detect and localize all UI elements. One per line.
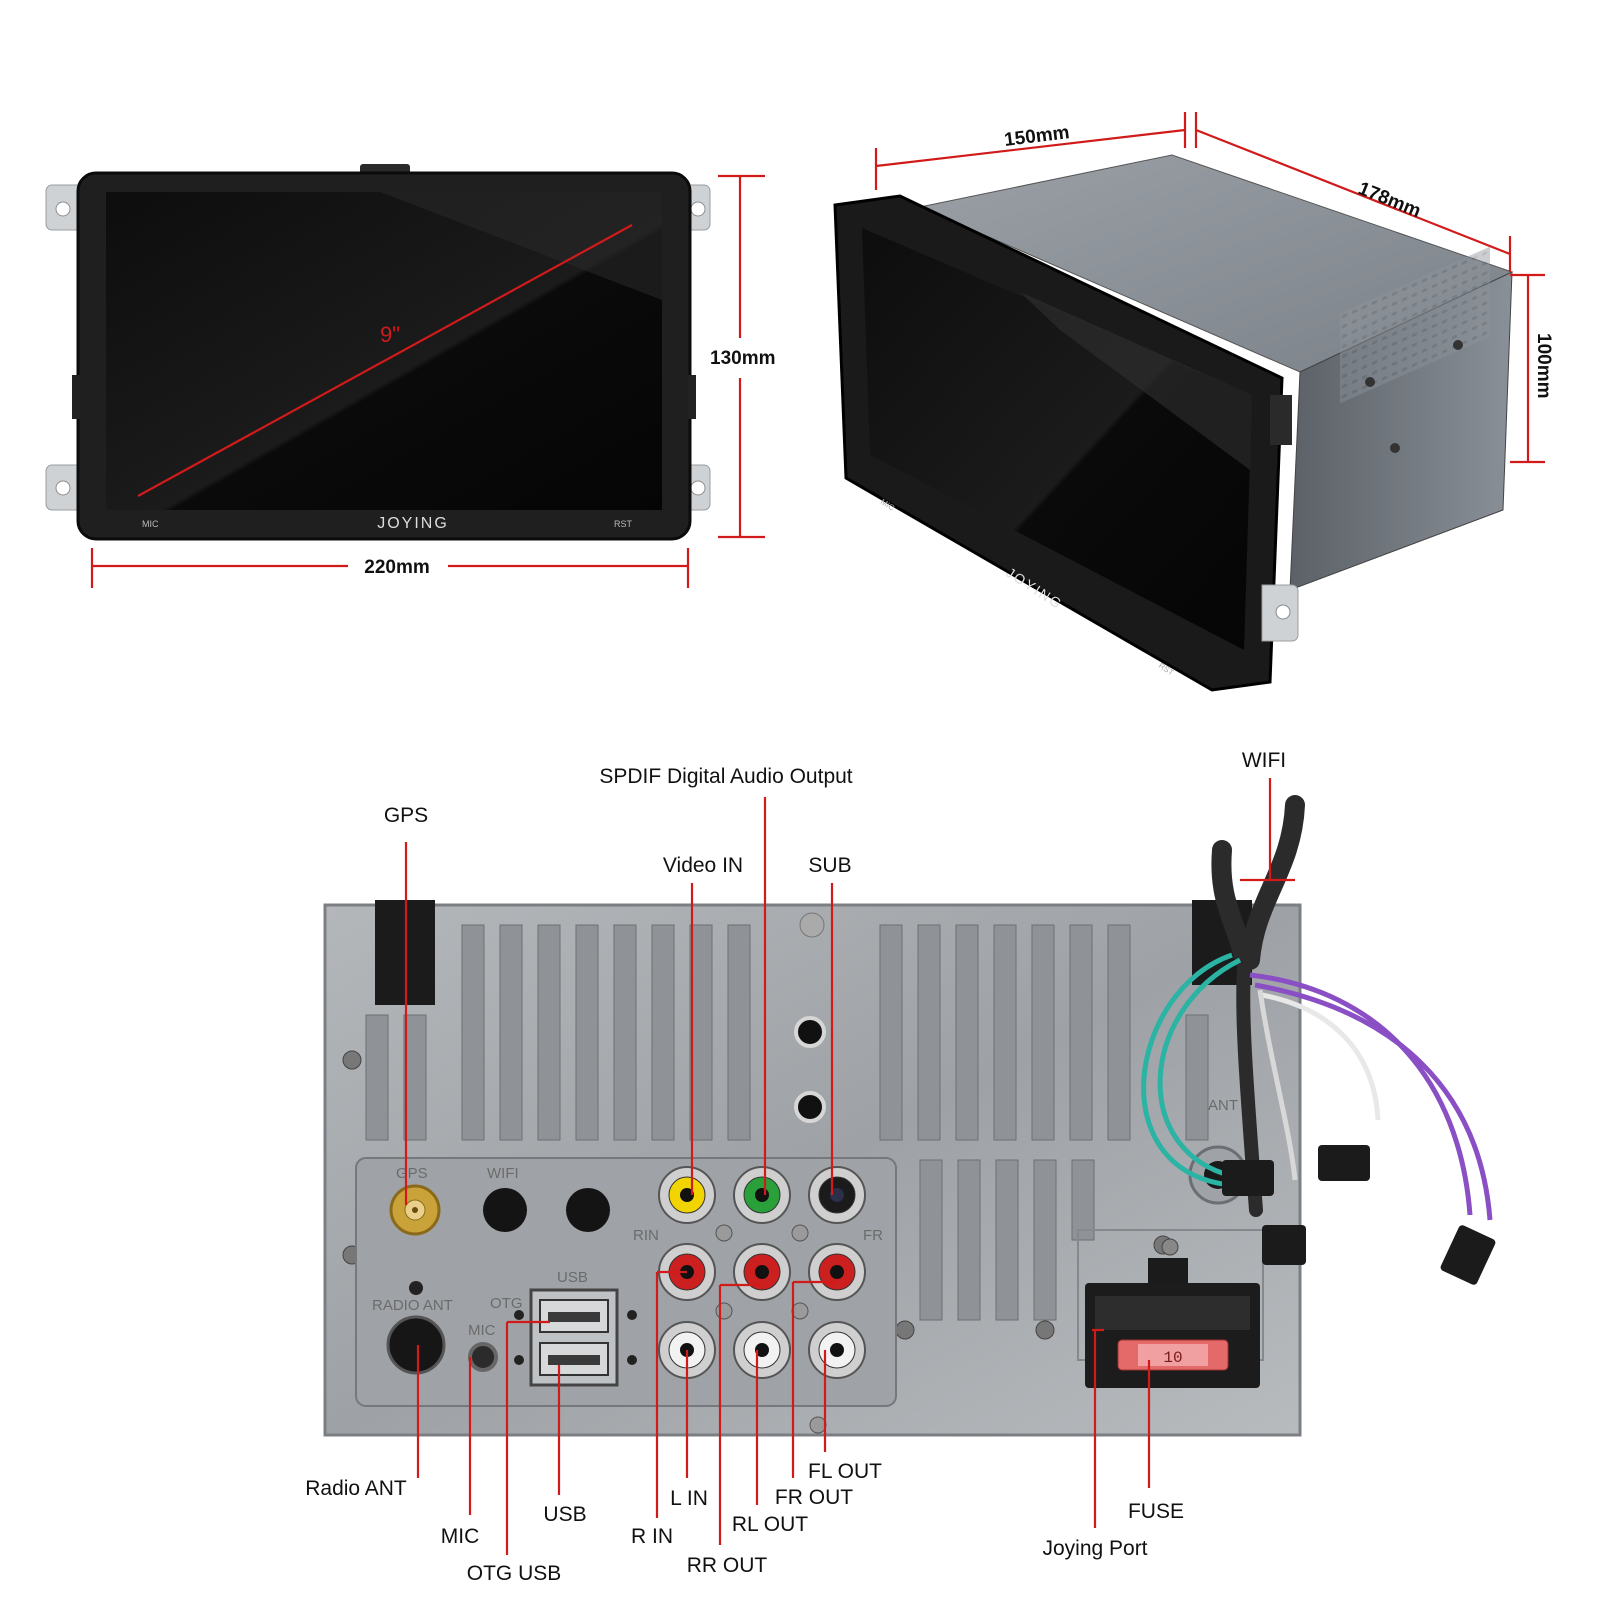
fuse: 10	[1117, 1339, 1229, 1371]
silk-radio-ant: RADIO ANT	[372, 1297, 453, 1314]
rr-out-jack	[733, 1243, 791, 1301]
side-view: JOYING MIC RST 150mm 178mm 100mm	[833, 112, 1554, 692]
callout-labels: GPS SPDIF Digital Audio Output Video IN …	[305, 749, 1286, 1585]
usb-ports	[514, 1288, 637, 1387]
height-dimension: 130mm	[710, 174, 776, 539]
heatsink-fins-right	[879, 924, 1209, 1321]
harness-plugs	[1222, 1145, 1496, 1285]
wifi-port	[483, 1188, 527, 1232]
perspective-screen	[862, 228, 1252, 650]
front-view: 9" MIC RST JOYING 130mm 220mm	[45, 164, 776, 588]
brand-logo: JOYING	[377, 515, 449, 532]
side-depth-label: 178mm	[1355, 178, 1424, 222]
callout-usb: USB	[543, 1503, 586, 1526]
fl-out-jack	[808, 1321, 866, 1379]
rear-panel: GPS WIFI RADIO ANT OTG USB MIC RIN FR AN…	[323, 900, 1302, 1437]
rca-jacks	[658, 1166, 866, 1434]
callout-rr-out: RR OUT	[687, 1554, 768, 1577]
heatsink-fins-left	[365, 924, 751, 1141]
radio-ant-port	[386, 1315, 446, 1375]
callout-l-in: L IN	[670, 1487, 708, 1510]
callout-gps: GPS	[384, 804, 428, 827]
silk-mic: MIC	[468, 1322, 496, 1339]
fuse-value: 10	[1163, 1349, 1182, 1367]
callout-leaders	[404, 778, 1295, 1555]
diagonal-line	[137, 224, 633, 497]
callout-radio-ant: Radio ANT	[305, 1477, 407, 1500]
callout-mic: MIC	[441, 1525, 480, 1548]
silk-rin: RIN	[633, 1227, 659, 1244]
spdif-jack	[733, 1166, 791, 1224]
center-hole	[794, 1016, 826, 1048]
callout-video-in: Video IN	[663, 854, 743, 877]
side-height-label: 100mm	[1533, 333, 1554, 399]
side-width-label: 150mm	[1003, 122, 1071, 151]
callout-fl-out: FL OUT	[808, 1460, 882, 1483]
rl-out-jack	[733, 1321, 791, 1379]
callout-spdif: SPDIF Digital Audio Output	[599, 765, 852, 788]
callout-sub: SUB	[808, 854, 851, 877]
callout-joying-port: Joying Port	[1042, 1537, 1147, 1560]
mic-jack	[468, 1342, 498, 1372]
sub-jack	[808, 1166, 866, 1224]
callout-otg-usb: OTG USB	[467, 1562, 562, 1585]
silk-usb: USB	[557, 1269, 588, 1286]
video-in-jack	[658, 1166, 716, 1224]
silk-gps: GPS	[396, 1165, 428, 1182]
fr-out-jack	[808, 1243, 866, 1301]
mounting-bracket	[45, 164, 711, 511]
callout-fr-out: FR OUT	[775, 1486, 853, 1509]
callout-fuse: FUSE	[1128, 1500, 1184, 1523]
height-label: 130mm	[710, 348, 776, 369]
aux-port	[566, 1188, 610, 1232]
callout-r-in: R IN	[631, 1525, 673, 1548]
side-height-dimension: 100mm	[1510, 273, 1554, 464]
silk-fr: FR	[863, 1227, 883, 1244]
mic-label: MIC	[142, 519, 159, 529]
gps-connector	[389, 1184, 441, 1236]
center-hole	[794, 1091, 826, 1123]
rst-label: RST	[614, 519, 633, 529]
silk-otg: OTG	[490, 1295, 523, 1312]
diagonal-label: 9"	[380, 322, 400, 347]
callout-wifi: WIFI	[1242, 749, 1286, 772]
callout-rl-out: RL OUT	[732, 1513, 808, 1536]
silk-ant: ANT	[1208, 1097, 1238, 1114]
width-dimension: 220mm	[90, 548, 690, 588]
width-label: 220mm	[364, 557, 430, 578]
harness-wires	[1141, 952, 1493, 1221]
silk-wifi: WIFI	[487, 1165, 519, 1182]
